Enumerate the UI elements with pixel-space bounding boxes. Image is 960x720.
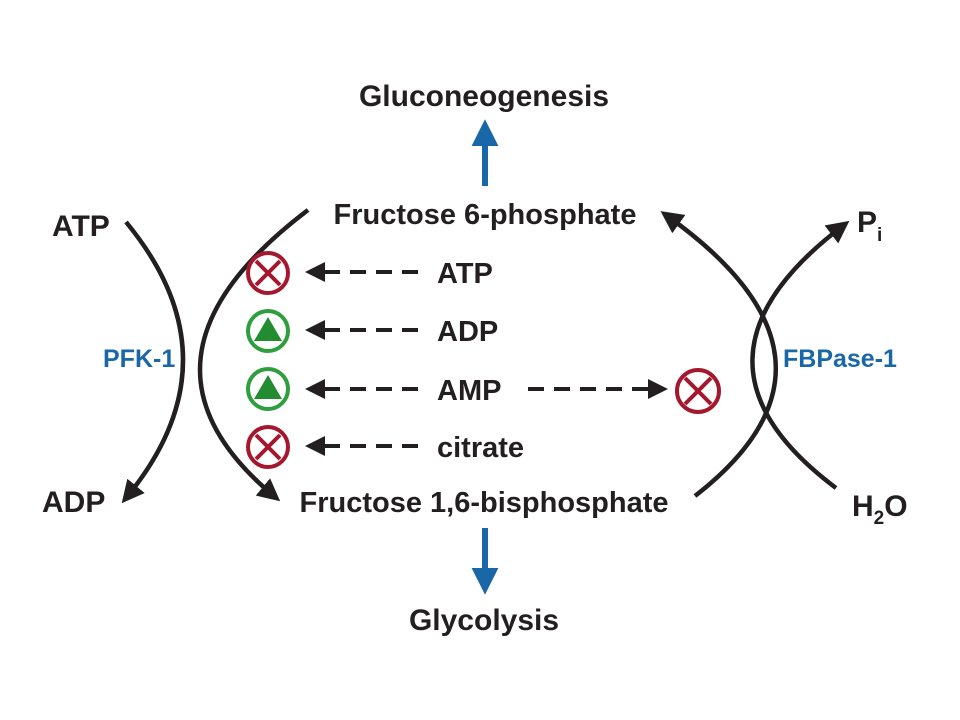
left-atp-label: ATP xyxy=(52,210,110,243)
activate-icon xyxy=(246,309,290,353)
f6p-to-f16bp-curve xyxy=(197,208,310,502)
glycolysis-label: Glycolysis xyxy=(409,604,559,637)
left-adp-label: ADP xyxy=(42,486,105,519)
fructose-6-phosphate-label: Fructose 6-phosphate xyxy=(334,199,637,231)
f16bp-to-f6p-curve xyxy=(660,211,778,498)
regulator-label-adp: ADP xyxy=(437,316,498,348)
inhibit-icon xyxy=(246,251,290,295)
activate-icon xyxy=(246,367,290,411)
regulator-label-atp: ATP xyxy=(437,258,493,290)
fbpase1-label: FBPase-1 xyxy=(783,345,897,373)
h2o-label: H2O xyxy=(852,490,908,529)
inhibit-icon xyxy=(246,425,290,469)
atp-to-adp-curve xyxy=(121,220,186,504)
pfk1-label: PFK-1 xyxy=(103,345,175,373)
fbpase-inhibit-icon xyxy=(675,368,721,414)
regulator-label-amp: AMP xyxy=(437,375,501,407)
pi-label: Pi xyxy=(857,206,882,246)
h2o-to-pi-curve xyxy=(750,220,850,490)
fructose-1-6-bisphosphate-label: Fructose 1,6-bisphosphate xyxy=(299,487,668,519)
regulator-label-citrate: citrate xyxy=(437,432,524,464)
gluconeogenesis-label: Gluconeogenesis xyxy=(359,80,609,113)
